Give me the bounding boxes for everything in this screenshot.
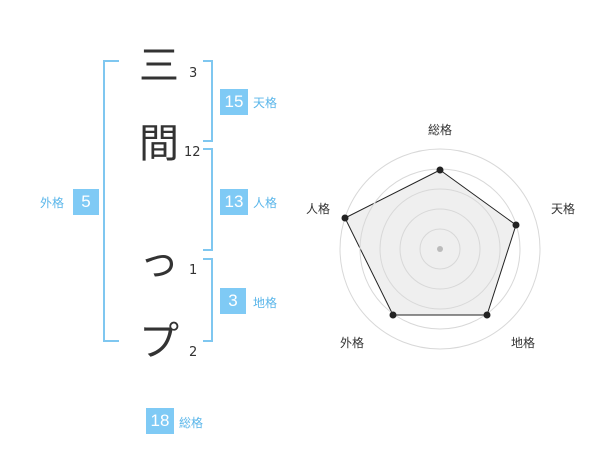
name-char-4: プ bbox=[139, 319, 179, 365]
radar-ring-2 bbox=[399, 208, 481, 290]
name-char-3: っ bbox=[139, 239, 179, 285]
radar-label-jinkaku: 人格 bbox=[306, 202, 331, 216]
radar-center bbox=[437, 246, 443, 252]
stroke-count-3: 1 bbox=[189, 263, 198, 278]
radar-point-gaikaku bbox=[389, 311, 397, 319]
jinkaku-badge: 13 bbox=[220, 189, 248, 215]
soukaku-badge: 18 bbox=[146, 408, 174, 434]
radar-point-jinkaku bbox=[341, 214, 349, 222]
radar-label-chikaku: 地格 bbox=[511, 336, 536, 350]
gaikaku-label: 外格 bbox=[40, 196, 65, 210]
radar-ring-1 bbox=[419, 228, 461, 270]
chikaku-badge: 3 bbox=[220, 288, 246, 314]
radar-label-gaikaku: 外格 bbox=[340, 336, 365, 350]
gaikaku-bracket bbox=[103, 60, 119, 342]
radar-point-chikaku bbox=[483, 311, 491, 319]
soukaku-label: 総格 bbox=[179, 416, 204, 430]
gaikaku-badge: 5 bbox=[73, 189, 99, 215]
name-char-1: 三 bbox=[139, 43, 179, 89]
radar-ring-3 bbox=[379, 188, 501, 310]
radar-ring-outer bbox=[339, 148, 541, 350]
tenkaku-badge: 15 bbox=[220, 89, 248, 115]
stroke-count-2: 12 bbox=[184, 145, 201, 160]
stroke-count-1: 3 bbox=[189, 66, 198, 81]
stroke-count-4: 2 bbox=[189, 345, 198, 360]
tenkaku-label: 天格 bbox=[253, 96, 278, 110]
radar-point-soukaku bbox=[436, 166, 444, 174]
radar-label-tenkaku: 天格 bbox=[551, 202, 576, 216]
jinkaku-bracket bbox=[203, 148, 213, 251]
radar-area bbox=[344, 169, 517, 316]
chikaku-label: 地格 bbox=[253, 296, 278, 310]
jinkaku-label: 人格 bbox=[253, 196, 278, 210]
tenkaku-bracket bbox=[203, 60, 213, 142]
chikaku-bracket bbox=[203, 258, 213, 342]
name-char-2: 間 bbox=[139, 121, 179, 167]
radar-point-tenkaku bbox=[512, 221, 520, 229]
radar-label-soukaku: 総格 bbox=[428, 123, 453, 137]
